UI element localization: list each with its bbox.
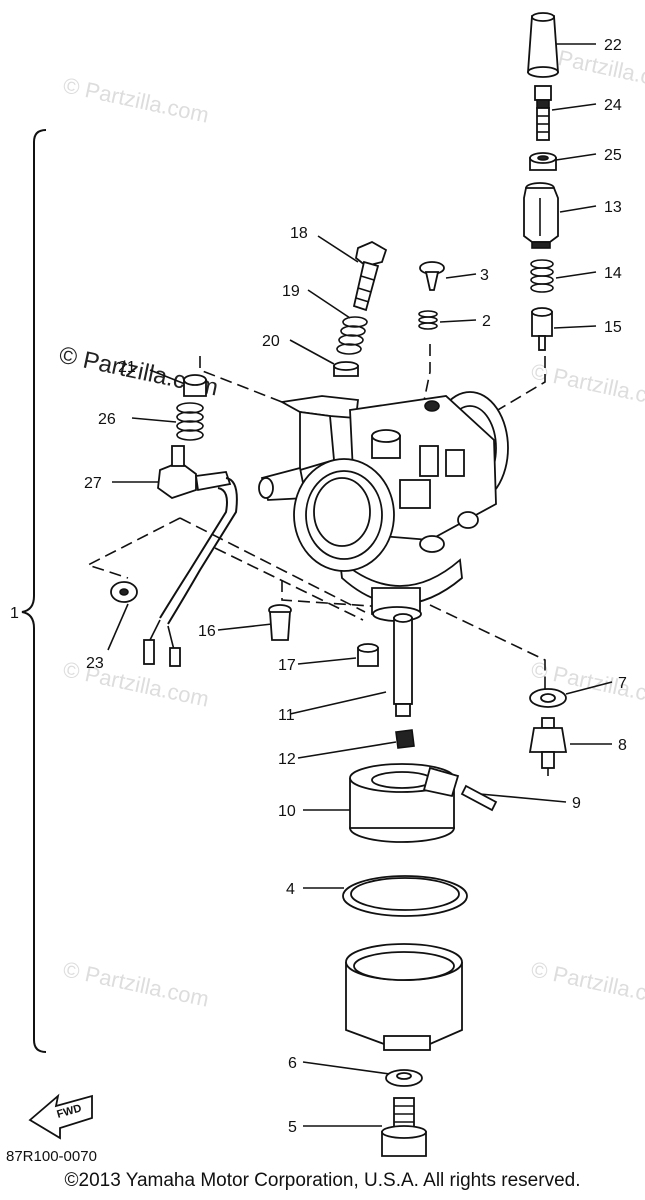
gasket-part-4 xyxy=(342,875,468,917)
screw-part-16 xyxy=(268,604,292,641)
callout-25: 25 xyxy=(604,147,622,164)
washer-part-23 xyxy=(110,581,138,603)
washer-part-7 xyxy=(529,688,567,708)
valve-seat-part-8 xyxy=(528,717,568,776)
callout-6: 6 xyxy=(288,1055,297,1072)
spring-part-14 xyxy=(530,259,554,293)
callout-16: 16 xyxy=(198,623,216,640)
screw-part-24 xyxy=(534,85,552,141)
callout-4: 4 xyxy=(286,881,295,898)
float-bowl xyxy=(345,943,463,1051)
watermark: © Partzilla.com xyxy=(529,956,645,1011)
callout-27: 27 xyxy=(84,475,102,492)
carburetor-body xyxy=(258,391,509,622)
watermark: © Partzilla.com xyxy=(61,656,211,711)
callout-17: 17 xyxy=(278,657,296,674)
callout-18: 18 xyxy=(290,225,308,242)
callout-14: 14 xyxy=(604,265,622,282)
washer-part-20 xyxy=(333,361,359,377)
callout-7: 7 xyxy=(618,675,627,692)
screw-part-3 xyxy=(419,261,445,291)
piston-valve-part-15 xyxy=(531,307,553,351)
callout-19: 19 xyxy=(282,283,300,300)
callout-9: 9 xyxy=(572,795,581,812)
plug-part-17 xyxy=(357,643,379,667)
callout-21: 21 xyxy=(118,359,136,376)
washer-part-6 xyxy=(385,1069,423,1087)
copyright-notice: ©2013 Yamaha Motor Corporation, U.S.A. A… xyxy=(64,1170,581,1191)
callout-20: 20 xyxy=(262,333,280,350)
fwd-arrow-icon: FWD xyxy=(28,1093,93,1140)
callout-2: 2 xyxy=(482,313,491,330)
spring-part-26 xyxy=(176,402,204,441)
housing-part-13 xyxy=(523,182,559,249)
cap-part-22 xyxy=(527,12,559,78)
callout-3: 3 xyxy=(480,267,489,284)
callout-12: 12 xyxy=(278,751,296,768)
watermark: © Partzilla.com xyxy=(61,72,211,127)
callout-26: 26 xyxy=(98,411,116,428)
nut-part-25 xyxy=(529,152,557,171)
callout-11: 11 xyxy=(278,707,295,724)
leader-lines xyxy=(107,43,613,1127)
callout-22: 22 xyxy=(604,37,622,54)
watermark: © Partzilla.com xyxy=(529,358,645,413)
main-jet-part-12 xyxy=(395,729,415,749)
watermark: © Partzilla.com xyxy=(61,956,211,1011)
callout-13: 13 xyxy=(604,199,622,216)
cable-assembly-part-27 xyxy=(143,445,238,667)
spring-part-2 xyxy=(418,310,438,330)
callout-10: 10 xyxy=(278,803,296,820)
nut-part-21 xyxy=(183,374,207,397)
callout-numbers: 22 24 25 13 14 15 3 2 18 19 20 21 26 27 … xyxy=(10,37,627,1136)
pin-part-9 xyxy=(460,784,498,812)
callout-1: 1 xyxy=(10,605,19,622)
callout-5: 5 xyxy=(288,1119,297,1136)
needle-jet-part-11 xyxy=(393,613,413,717)
callout-8: 8 xyxy=(618,737,627,754)
adjust-screw-part-18 xyxy=(352,240,388,312)
spring-part-19 xyxy=(336,316,368,355)
assembly-bracket xyxy=(21,129,47,1053)
float-part-10 xyxy=(349,763,460,843)
callout-24: 24 xyxy=(604,97,622,114)
drain-plug-part-5 xyxy=(381,1097,427,1157)
callout-15: 15 xyxy=(604,319,622,336)
callout-23: 23 xyxy=(86,655,104,672)
diagram-code: 87R100-0070 xyxy=(6,1148,97,1165)
